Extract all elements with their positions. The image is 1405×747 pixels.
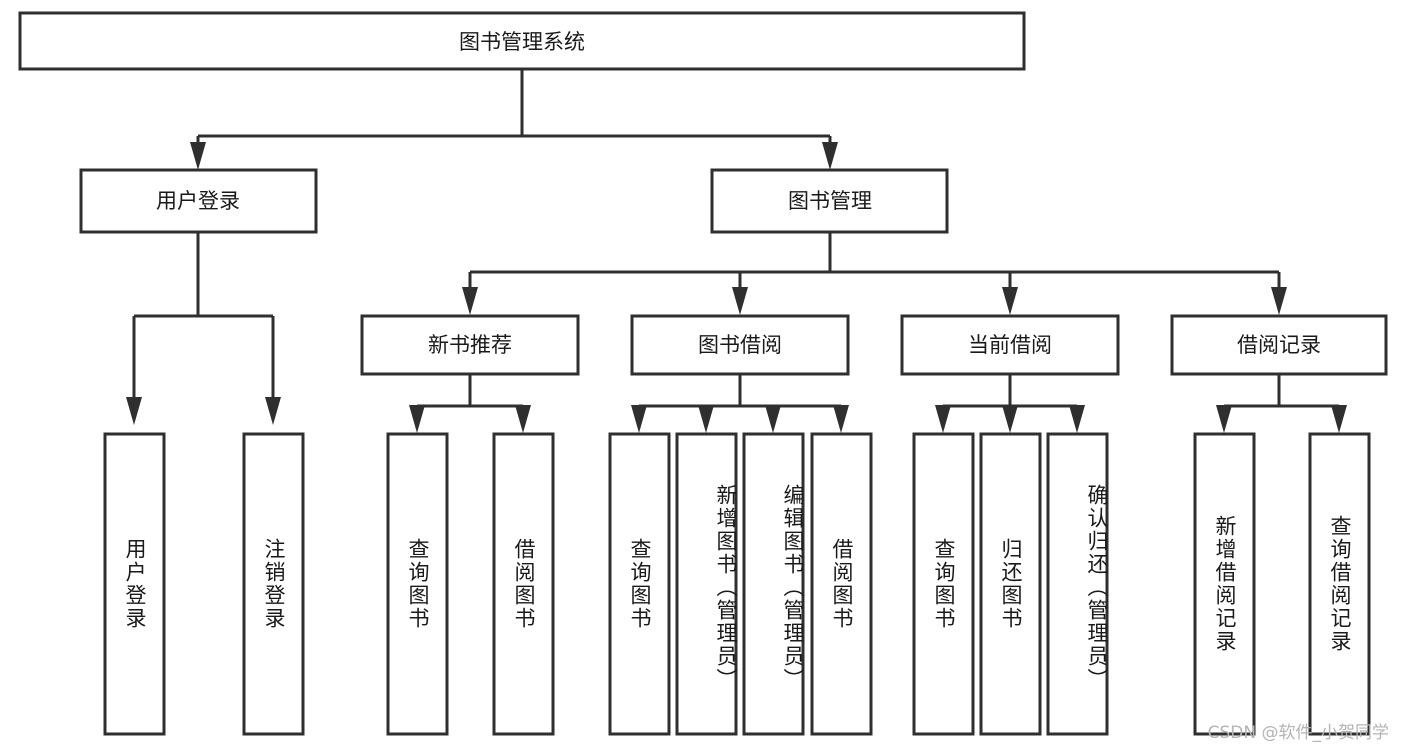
- node-new-book-recommend[interactable]: 新书推荐: [360, 314, 580, 376]
- node-current-borrow-box[interactable]: [900, 314, 1120, 376]
- node-leaf-logout-login-box[interactable]: [242, 432, 305, 736]
- node-leaf-query-record-box[interactable]: [1308, 432, 1371, 736]
- node-leaf-logout-login[interactable]: [242, 432, 305, 736]
- arrow-head-new-book-recommend: [462, 287, 478, 315]
- arrow-head-leaf-query-book-2: [631, 405, 647, 433]
- node-leaf-user-login-box[interactable]: [103, 432, 166, 736]
- arrow-head-leaf-borrow-book-2: [833, 405, 849, 433]
- arrow-head-leaf-borrow-book-1: [515, 405, 531, 433]
- edge-group-book-manage: [462, 232, 1287, 315]
- node-book-borrow[interactable]: 图书借阅: [630, 314, 850, 376]
- node-leaf-query-record[interactable]: [1308, 432, 1371, 736]
- arrow-head-user-login: [190, 142, 206, 170]
- edge-group-current-borrow: [935, 374, 1085, 433]
- node-user-login[interactable]: 用户登录: [79, 168, 318, 234]
- node-root-label: 图书管理系统: [459, 30, 585, 54]
- node-book-manage-label: 图书管理: [788, 189, 872, 213]
- node-leaf-confirm-return-box[interactable]: [1046, 432, 1109, 736]
- node-book-manage-box[interactable]: [710, 168, 949, 234]
- node-leaf-add-record[interactable]: [1193, 432, 1256, 736]
- node-new-book-recommend-label: 新书推荐: [428, 333, 512, 357]
- node-current-borrow[interactable]: 当前借阅: [900, 314, 1120, 376]
- node-leaf-query-book-1[interactable]: [386, 432, 449, 736]
- node-leaf-query-book-3[interactable]: [912, 432, 975, 736]
- csdn-watermark: CSDN @软件_小贺同学: [1207, 723, 1389, 743]
- node-leaf-edit-book[interactable]: [742, 432, 805, 736]
- edge-group-user-login: [126, 232, 281, 425]
- arrow-head-leaf-confirm-return: [1069, 405, 1085, 433]
- node-user-login-box[interactable]: [79, 168, 318, 234]
- node-leaf-query-book-1-box[interactable]: [386, 432, 449, 736]
- arrow-head-current-borrow: [1002, 287, 1018, 315]
- node-leaf-return-book[interactable]: [979, 432, 1042, 736]
- node-leaf-query-book-2[interactable]: [608, 432, 671, 736]
- node-leaf-borrow-book-2[interactable]: [810, 432, 873, 736]
- node-borrow-record-box[interactable]: [1170, 314, 1388, 376]
- node-new-book-recommend-box[interactable]: [360, 314, 580, 376]
- node-leaf-borrow-book-2-box[interactable]: [810, 432, 873, 736]
- node-borrow-record[interactable]: 借阅记录: [1170, 314, 1388, 376]
- edge-group-new-book-recommend: [409, 374, 531, 433]
- arrow-head-leaf-return-book: [1002, 405, 1018, 433]
- node-leaf-borrow-book-1[interactable]: [492, 432, 555, 736]
- arrow-head-leaf-user-login: [126, 397, 142, 425]
- arrow-head-leaf-add-book: [698, 405, 714, 433]
- node-book-borrow-box[interactable]: [630, 314, 850, 376]
- arrow-head-book-manage: [822, 142, 838, 170]
- arrow-head-leaf-logout-login: [265, 397, 281, 425]
- arrow-head-book-borrow: [732, 287, 748, 315]
- node-root[interactable]: 图书管理系统: [18, 11, 1026, 71]
- node-leaf-confirm-return[interactable]: [1046, 432, 1109, 736]
- edge-group-book-borrow: [631, 374, 849, 433]
- arrow-head-leaf-add-record: [1216, 405, 1232, 433]
- arrow-head-leaf-query-book-1: [409, 405, 425, 433]
- edge-group-root: [190, 69, 838, 170]
- edge-group-borrow-record: [1216, 374, 1347, 433]
- node-root-box[interactable]: [18, 11, 1026, 71]
- node-leaf-return-book-box[interactable]: [979, 432, 1042, 736]
- node-leaf-query-book-2-box[interactable]: [608, 432, 671, 736]
- node-leaf-edit-book-box[interactable]: [742, 432, 805, 736]
- node-book-borrow-label: 图书借阅: [698, 333, 782, 357]
- node-borrow-record-label: 借阅记录: [1237, 333, 1321, 357]
- node-leaf-user-login[interactable]: [103, 432, 166, 736]
- arrow-head-leaf-query-book-3: [935, 405, 951, 433]
- node-user-login-label: 用户登录: [156, 189, 240, 213]
- arrow-head-borrow-record: [1271, 287, 1287, 315]
- node-leaf-add-book[interactable]: [675, 432, 738, 736]
- node-leaf-query-book-3-box[interactable]: [912, 432, 975, 736]
- node-leaf-add-record-box[interactable]: [1193, 432, 1256, 736]
- node-current-borrow-label: 当前借阅: [968, 333, 1052, 357]
- node-leaf-borrow-book-1-box[interactable]: [492, 432, 555, 736]
- node-leaf-add-book-box[interactable]: [675, 432, 738, 736]
- arrow-head-leaf-edit-book: [765, 405, 781, 433]
- arrow-head-leaf-query-record: [1331, 405, 1347, 433]
- node-book-manage[interactable]: 图书管理: [710, 168, 949, 234]
